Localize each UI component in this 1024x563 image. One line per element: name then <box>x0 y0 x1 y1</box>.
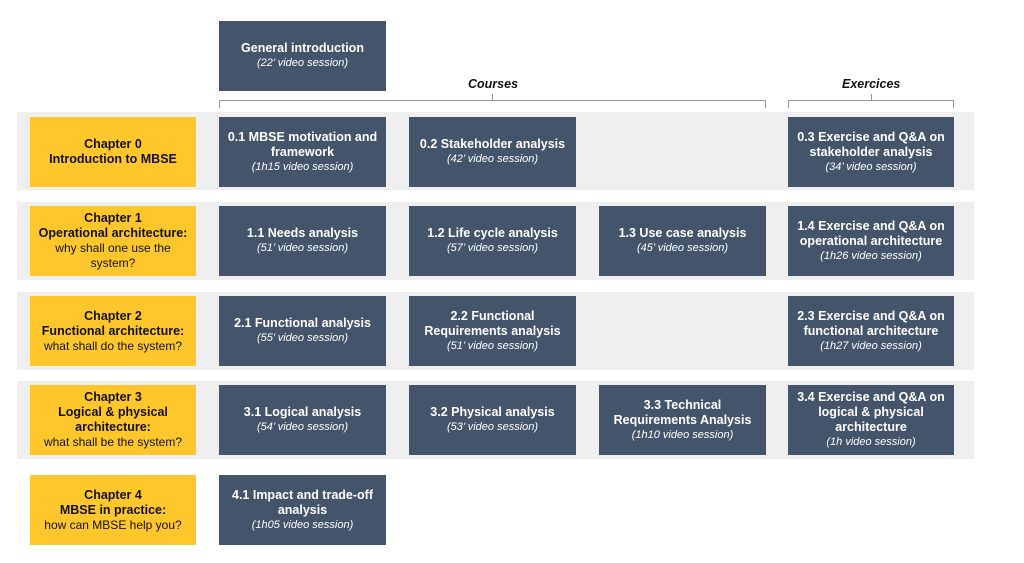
chapter-subtitle: what shall do the system? <box>43 338 183 353</box>
course-0-1[interactable]: 0.1 MBSE motivation and framework (1h15 … <box>219 117 386 187</box>
course-title: 3.1 Logical analysis <box>243 405 362 419</box>
exercise-title: 3.4 Exercise and Q&A on logical & physic… <box>797 390 945 434</box>
course-duration: (1h05 video session) <box>251 518 354 531</box>
course-duration: (57’ video session) <box>446 242 539 254</box>
course-duration: (54’ video session) <box>256 421 349 433</box>
chapter-title: Chapter 3 Logical & physical architectur… <box>58 390 168 434</box>
course-0-2[interactable]: 0.2 Stakeholder analysis (42’ video sess… <box>409 117 576 187</box>
course-1-1[interactable]: 1.1 Needs analysis (51’ video session) <box>219 206 386 276</box>
course-duration: (55’ video session) <box>256 332 349 344</box>
exercise-3-4[interactable]: 3.4 Exercise and Q&A on logical & physic… <box>788 385 954 455</box>
chapter-title: Chapter 1 Operational architecture: <box>38 211 188 240</box>
chapter-1-label[interactable]: Chapter 1 Operational architecture: why … <box>30 206 196 276</box>
course-2-1[interactable]: 2.1 Functional analysis (55’ video sessi… <box>219 296 386 366</box>
chapter-subtitle: how can MBSE help you? <box>44 517 182 532</box>
course-title: 1.2 Life cycle analysis <box>427 226 558 240</box>
course-duration: (42’ video session) <box>446 153 539 165</box>
exercices-bracket <box>788 100 954 108</box>
course-title: 1.1 Needs analysis <box>246 226 359 240</box>
course-title: 1.3 Use case analysis <box>618 226 747 240</box>
exercise-0-3[interactable]: 0.3 Exercise and Q&A on stakeholder anal… <box>788 117 954 187</box>
box-title: General introduction <box>241 41 364 55</box>
course-1-2[interactable]: 1.2 Life cycle analysis (57’ video sessi… <box>409 206 576 276</box>
course-title: 3.3 Technical Requirements Analysis <box>613 397 752 427</box>
exercise-title: 0.3 Exercise and Q&A on stakeholder anal… <box>797 129 945 159</box>
exercise-1-4[interactable]: 1.4 Exercise and Q&A on operational arch… <box>788 206 954 276</box>
chapter-2-label[interactable]: Chapter 2 Functional architecture: what … <box>30 296 196 366</box>
course-4-1[interactable]: 4.1 Impact and trade-off analysis (1h05 … <box>219 475 386 545</box>
chapter-4-label[interactable]: Chapter 4 MBSE in practice: how can MBSE… <box>30 475 196 545</box>
exercise-title: 2.3 Exercise and Q&A on functional archi… <box>797 308 945 338</box>
course-3-3[interactable]: 3.3 Technical Requirements Analysis (1h1… <box>599 385 766 455</box>
courses-header: Courses <box>468 77 519 91</box>
chapter-0-label[interactable]: Chapter 0 Introduction to MBSE <box>30 117 196 187</box>
chapter-title: Chapter 4 MBSE in practice: <box>59 487 167 517</box>
course-3-2[interactable]: 3.2 Physical analysis (53’ video session… <box>409 385 576 455</box>
course-title: 0.1 MBSE motivation and framework <box>227 129 378 159</box>
chapter-subtitle: why shall one use the system? <box>55 241 171 270</box>
course-title: 2.2 Functional Requirements analysis <box>424 308 561 338</box>
exercise-duration: (1h27 video session) <box>820 339 922 352</box>
exercise-duration: (1h video session) <box>826 436 916 448</box>
exercices-bracket-tick <box>871 94 872 100</box>
course-duration: (1h10 video session) <box>631 428 734 441</box>
course-duration: (1h15 video session) <box>251 160 354 173</box>
chapter-title: Chapter 0 Introduction to MBSE <box>49 137 177 166</box>
course-3-1[interactable]: 3.1 Logical analysis (54’ video session) <box>219 385 386 455</box>
course-title: 0.2 Stakeholder analysis <box>419 137 566 151</box>
course-1-3[interactable]: 1.3 Use case analysis (45’ video session… <box>599 206 766 276</box>
exercices-header: Exercices <box>842 77 901 91</box>
course-title: 2.1 Functional analysis <box>234 316 371 330</box>
chapter-subtitle: what shall be the system? <box>43 435 183 449</box>
course-duration: (45’ video session) <box>636 242 729 254</box>
course-duration: (51’ video session) <box>256 242 349 254</box>
chapter-title: Chapter 2 Functional architecture: <box>41 308 185 338</box>
course-duration: (53’ video session) <box>446 421 539 433</box>
chapter-3-label[interactable]: Chapter 3 Logical & physical architectur… <box>30 385 196 455</box>
course-title: 3.2 Physical analysis <box>430 405 555 419</box>
course-duration: (51’ video session) <box>446 339 539 352</box>
exercise-duration: (34’ video session) <box>825 160 917 173</box>
box-duration: (22’ video session) <box>256 57 349 69</box>
course-title: 4.1 Impact and trade-off analysis <box>232 487 373 517</box>
courses-bracket-tick <box>492 94 493 100</box>
courses-bracket <box>219 100 766 108</box>
general-introduction-box[interactable]: General introduction (22’ video session) <box>219 21 386 91</box>
exercise-title: 1.4 Exercise and Q&A on operational arch… <box>797 218 945 248</box>
exercise-duration: (1h26 video session) <box>820 249 922 262</box>
course-2-2[interactable]: 2.2 Functional Requirements analysis (51… <box>409 296 576 366</box>
exercise-2-3[interactable]: 2.3 Exercise and Q&A on functional archi… <box>788 296 954 366</box>
